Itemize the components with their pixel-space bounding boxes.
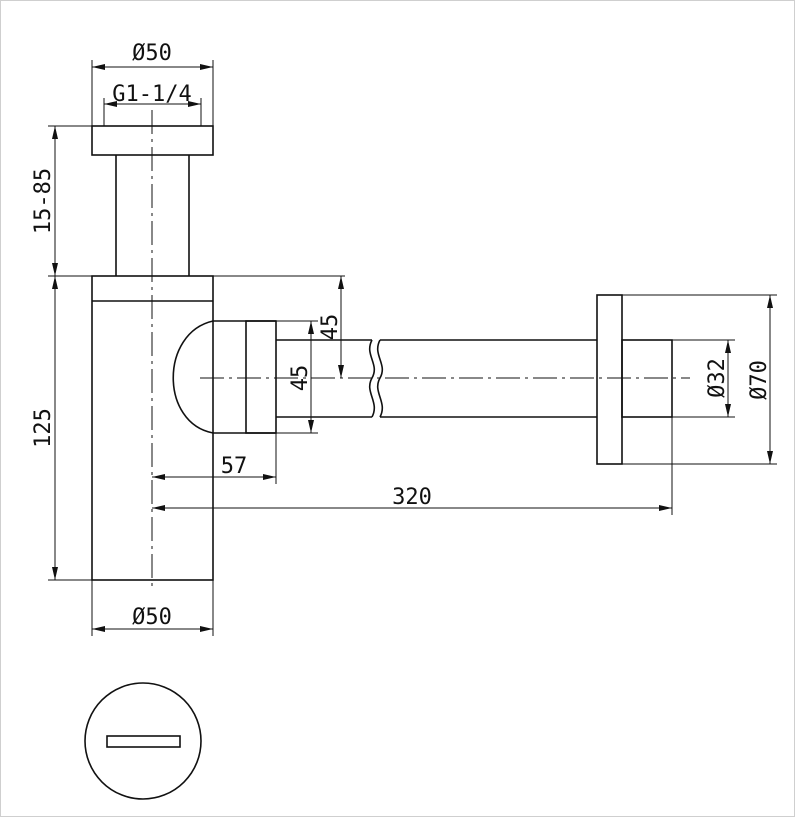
dim-body-height-label: 125 — [31, 408, 56, 448]
dim-bottom-diameter: Ø50 — [91, 580, 214, 636]
dim-thread: G1-1/4 — [103, 82, 202, 126]
dim-outlet-axis-offset-label: 57 — [221, 454, 248, 479]
dim-outlet-offset-upper: 45 — [318, 276, 344, 378]
dim-body-height: 125 — [31, 276, 92, 581]
inlet-tube — [115, 155, 190, 276]
dim-outlet-offset-lower: 45 — [276, 320, 318, 434]
dim-pipe-diameter: Ø32 — [672, 339, 735, 418]
dim-height-adjust-label: 15-85 — [31, 168, 56, 234]
dim-outlet-offset-lower-label: 45 — [288, 365, 313, 392]
dim-top-diameter-label: Ø50 — [132, 41, 172, 66]
dim-wall-flange-diameter-label: Ø70 — [747, 360, 772, 400]
dim-total-length-label: 320 — [392, 485, 432, 510]
top-view — [84, 682, 202, 800]
dim-top-diameter: Ø50 — [91, 41, 214, 126]
top-view-slot — [106, 735, 181, 748]
dim-height-adjust: 15-85 — [31, 125, 345, 277]
wall-flange — [596, 294, 673, 465]
outlet-elbow — [172, 320, 277, 434]
dim-pipe-diameter-label: Ø32 — [705, 358, 730, 398]
dim-bottom-diameter-label: Ø50 — [132, 605, 172, 630]
top-view-cap — [84, 682, 202, 800]
dim-outlet-offset-upper-label: 45 — [318, 314, 343, 341]
dim-total-length: 320 — [152, 417, 673, 515]
dim-wall-flange-diameter: Ø70 — [622, 294, 777, 465]
dim-thread-label: G1-1/4 — [112, 82, 191, 107]
dim-outlet-axis-offset: 57 — [152, 433, 277, 484]
